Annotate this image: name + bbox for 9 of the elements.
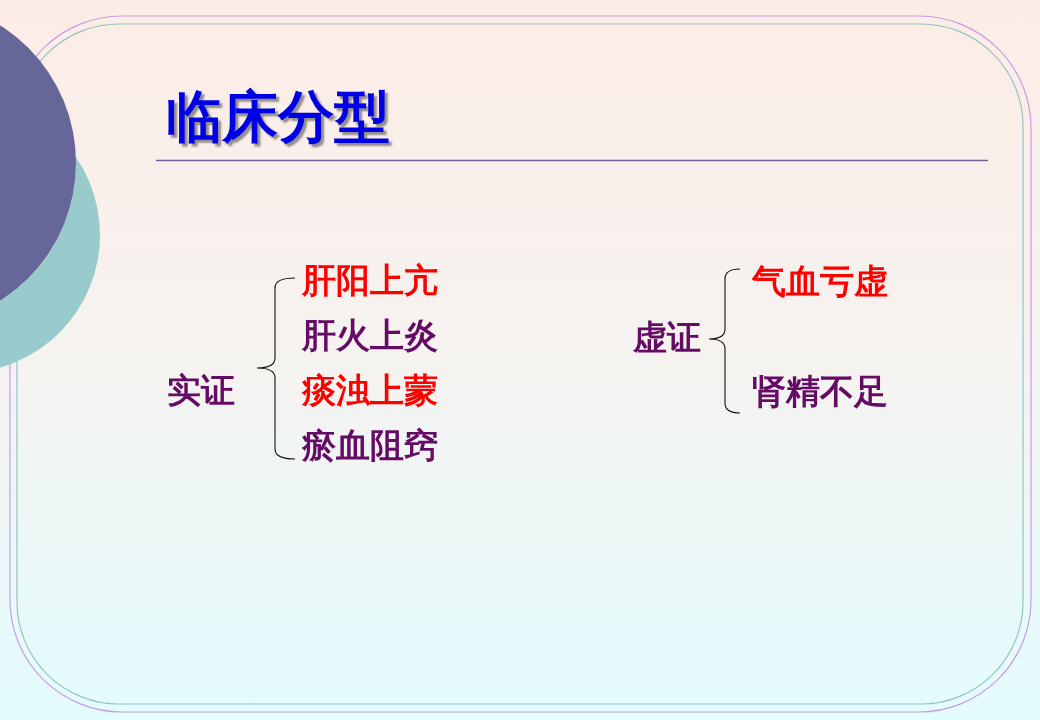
category-label: 虚证	[633, 317, 701, 357]
category-label: 瘀血阻窍	[302, 425, 438, 465]
title: 临床分型	[166, 85, 390, 149]
category-label: 实证	[167, 370, 235, 410]
category-label: 肝阳上亢	[302, 260, 438, 300]
category-label: 肾精不足	[752, 371, 888, 411]
category-label: 肝火上炎	[302, 315, 438, 355]
category-label: 气血亏虚	[752, 261, 888, 301]
category-label: 痰浊上蒙	[302, 370, 438, 410]
